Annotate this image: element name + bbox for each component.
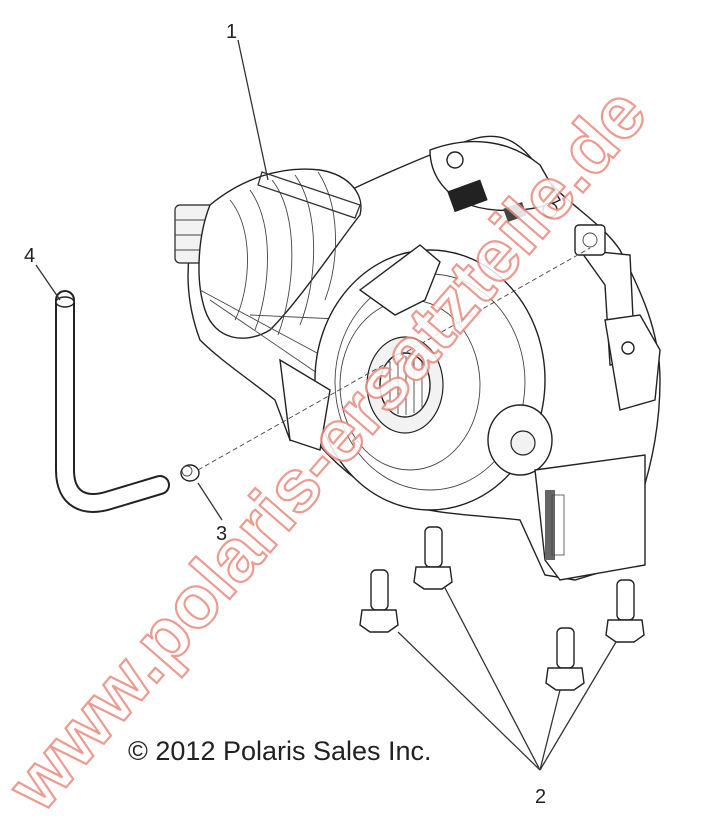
copyright-text: © 2012 Polaris Sales Inc. xyxy=(128,736,432,766)
bolt-c xyxy=(545,627,585,691)
bolt-d xyxy=(605,579,645,643)
callout-4: 4 xyxy=(24,245,35,267)
centerline-dashed xyxy=(197,247,591,471)
bolt-b xyxy=(413,526,453,590)
callout-1: 1 xyxy=(226,21,237,43)
leader-lines xyxy=(35,39,617,771)
gearcase-assembly xyxy=(174,135,661,581)
vent-hose xyxy=(55,290,170,513)
callout-2: 2 xyxy=(535,786,546,808)
plug-fitting xyxy=(180,464,200,482)
bolt-a xyxy=(359,569,399,633)
callout-3: 3 xyxy=(216,523,227,545)
